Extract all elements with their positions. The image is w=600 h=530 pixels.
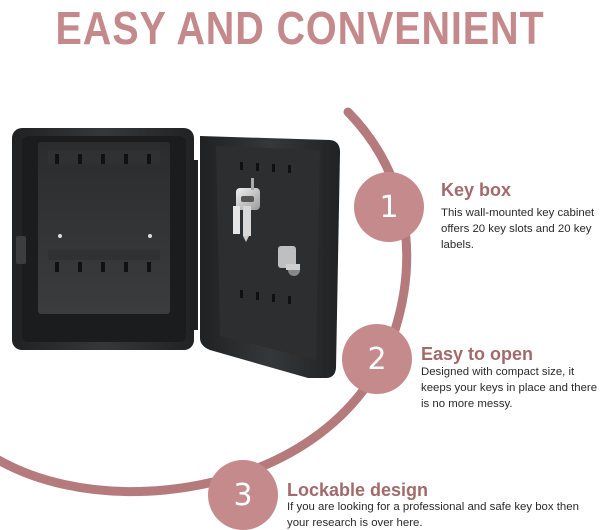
feature-number-1: 1 (354, 172, 424, 242)
feature-number-2: 2 (342, 324, 412, 394)
feature-text-2: Designed with compact size, it keeps you… (421, 366, 598, 410)
feature-heading-3: Lockable design (287, 480, 429, 500)
feature-number-3: 3 (208, 460, 278, 530)
feature-text-3: If you are looking for a professional an… (287, 501, 579, 529)
feature-number-label: 3 (233, 477, 253, 513)
feature-heading-2: Easy to open (421, 344, 534, 364)
feature-heading-1: Key box (441, 180, 512, 200)
key-box-door (200, 136, 340, 378)
key-box-body (12, 128, 194, 350)
page-title: EASY AND CONVENIENT (55, 2, 545, 54)
key-pair (233, 178, 260, 242)
feature-text-1: This wall-mounted key cabinet offers 20 … (441, 207, 595, 251)
hook-row-top (55, 154, 151, 164)
feature-number-label: 2 (367, 341, 387, 377)
hook-row-bottom (55, 262, 151, 272)
feature-number-label: 1 (379, 189, 399, 225)
